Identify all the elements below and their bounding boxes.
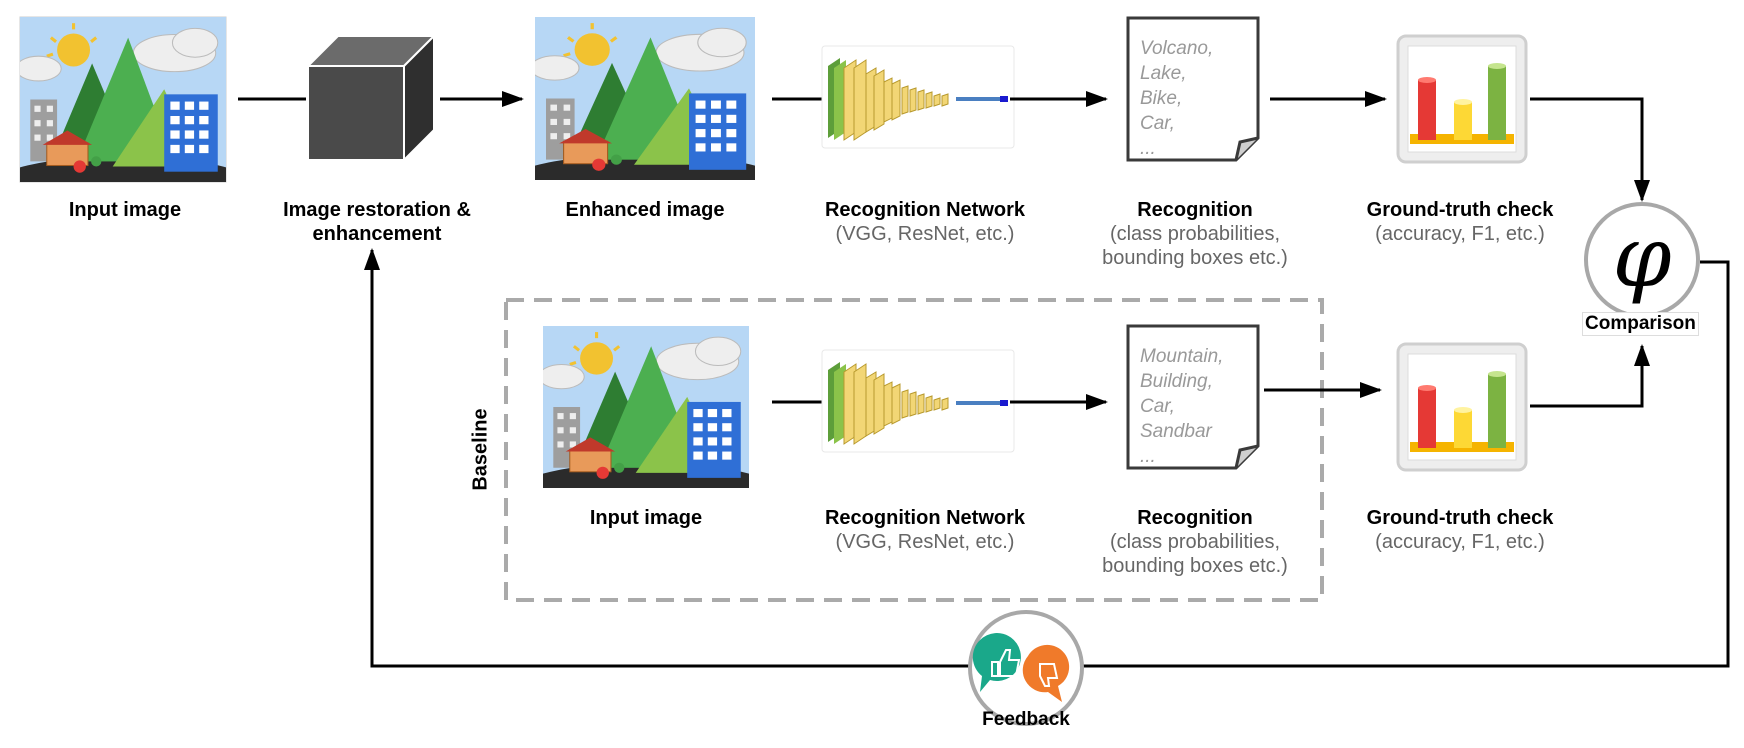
recognition-subtitle-line1: (class probabilities,: [1109, 223, 1281, 245]
baseline-ground-truth-subtitle: (accuracy, F1, etc.): [1375, 531, 1545, 553]
baseline-recognition-output-item: Building,: [1140, 371, 1213, 392]
feedback-line-right: [1080, 260, 1730, 668]
restoration-label: Image restoration & enhancement: [262, 198, 492, 246]
baseline-recognition-network-label: Recognition Network (VGG, ResNet, etc.): [800, 506, 1050, 554]
ground-truth-chart-icon: [1396, 34, 1528, 164]
ground-truth-subtitle: (accuracy, F1, etc.): [1375, 223, 1545, 245]
input-image: [19, 16, 227, 183]
restoration-title-line2: enhancement: [312, 223, 442, 245]
feedback-arrow-to-restoration: [364, 248, 970, 668]
baseline-recognition-network-subtitle: (VGG, ResNet, etc.): [835, 531, 1015, 553]
recognition-output-item: Lake,: [1140, 63, 1187, 84]
baseline-side-label: Baseline: [469, 408, 492, 491]
ground-truth-title: Ground-truth check: [1366, 199, 1554, 221]
baseline-recognition-output-list: Mountain, Building, Car, Sandbar ...: [1140, 344, 1223, 469]
input-image-title: Input image: [68, 199, 182, 221]
restoration-title-line1: Image restoration &: [283, 199, 471, 221]
enhanced-image: [535, 17, 755, 180]
recognition-output-item: Volcano,: [1140, 38, 1214, 59]
restoration-cube-icon: [305, 33, 437, 163]
baseline-recognition-output-item: Car,: [1140, 396, 1175, 417]
arrow-to-comparison-top: [1530, 97, 1650, 202]
recognition-output-item: ...: [1140, 138, 1156, 159]
recognition-label: Recognition (class probabilities, boundi…: [1070, 198, 1320, 270]
baseline-recognition-network-title: Recognition Network: [824, 507, 1025, 529]
baseline-input-image: [543, 326, 749, 488]
baseline-recognition-network-icon: [821, 349, 1015, 453]
recognition-network-label: Recognition Network (VGG, ResNet, etc.): [800, 198, 1050, 246]
comparison-phi-icon: φ: [1584, 202, 1700, 318]
baseline-input-image-label: Input image: [543, 506, 749, 530]
baseline-ground-truth-title: Ground-truth check: [1366, 507, 1554, 529]
baseline-recognition-output-item: Sandbar: [1140, 421, 1212, 442]
baseline-ground-truth-chart-icon: [1396, 342, 1528, 472]
enhanced-image-title: Enhanced image: [565, 199, 725, 221]
recognition-output-item: Car,: [1140, 113, 1175, 134]
baseline-recognition-title: Recognition: [1137, 507, 1253, 529]
baseline-recognition-label: Recognition (class probabilities, boundi…: [1070, 506, 1320, 578]
baseline-recognition-output-item: ...: [1140, 446, 1156, 467]
recognition-title: Recognition: [1137, 199, 1253, 221]
input-image-label: Input image: [20, 198, 230, 222]
comparison-label: Comparison: [1582, 312, 1699, 336]
arrow-to-comparison-bottom: [1530, 344, 1650, 408]
ground-truth-label: Ground-truth check (accuracy, F1, etc.): [1340, 198, 1580, 246]
enhanced-image-label: Enhanced image: [535, 198, 755, 222]
recognition-network-title: Recognition Network: [824, 199, 1025, 221]
recognition-output-list: Volcano, Lake, Bike, Car, ...: [1140, 36, 1213, 161]
baseline-ground-truth-label: Ground-truth check (accuracy, F1, etc.): [1340, 506, 1580, 554]
baseline-box: [504, 298, 1324, 602]
recognition-network-icon: [821, 45, 1015, 149]
baseline-recognition-subtitle-line1: (class probabilities,: [1109, 531, 1281, 553]
feedback-thumbs-icon: [968, 610, 1084, 726]
recognition-network-subtitle: (VGG, ResNet, etc.): [835, 223, 1015, 245]
recognition-subtitle-line2: bounding boxes etc.): [1102, 247, 1288, 269]
baseline-recognition-output-item: Mountain,: [1140, 346, 1224, 367]
baseline-recognition-subtitle-line2: bounding boxes etc.): [1102, 555, 1288, 577]
comparison-symbol: φ: [1613, 208, 1672, 306]
recognition-output-item: Bike,: [1140, 88, 1183, 109]
feedback-label: Feedback: [982, 709, 1070, 730]
baseline-input-image-title: Input image: [589, 507, 703, 529]
